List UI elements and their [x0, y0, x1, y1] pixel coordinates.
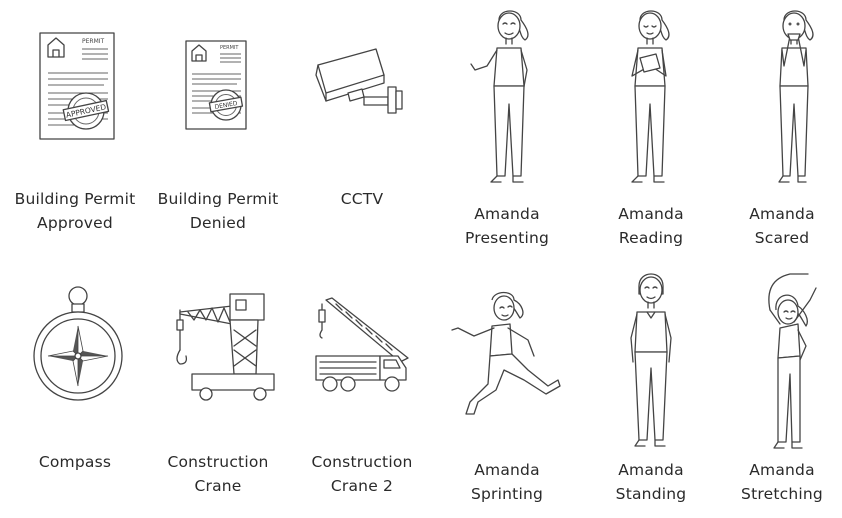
asset-label-line-1: Amanda	[618, 205, 684, 223]
asset-amanda-scared[interactable]: Amanda Scared	[722, 2, 842, 252]
asset-label: Amanda Presenting	[437, 202, 577, 250]
asset-label-line-1: Construction	[167, 453, 269, 471]
asset-permit-approved[interactable]: PERMIT APPROVED Building Permit Approved	[2, 25, 147, 240]
amanda-sprinting-icon	[451, 291, 561, 415]
asset-label: Amanda Sprinting	[437, 458, 577, 506]
asset-label: Amanda Stretching	[712, 458, 842, 506]
amanda-scared-icon	[778, 10, 814, 183]
permit-denied-icon: PERMIT DENIED	[185, 40, 247, 130]
asset-label-line-1: Amanda	[749, 461, 815, 479]
asset-label-line-1: Building Permit	[14, 190, 136, 208]
asset-label: Construction Crane	[148, 450, 288, 498]
compass-icon	[33, 286, 123, 401]
asset-label: Building Permit Denied	[148, 187, 288, 235]
asset-label-line-1: Amanda	[749, 205, 815, 223]
amanda-presenting-icon	[470, 10, 529, 183]
asset-label-line-2: Presenting	[464, 229, 550, 247]
asset-amanda-reading[interactable]: Amanda Reading	[578, 2, 723, 252]
asset-label-line-1: Building Permit	[157, 190, 279, 208]
asset-construction-crane-2[interactable]: Construction Crane 2	[290, 280, 435, 510]
asset-label-line-1: Amanda	[474, 461, 540, 479]
amanda-standing-icon	[630, 273, 672, 447]
asset-label-line-2: Stretching	[741, 485, 823, 503]
asset-label-line-2: Scared	[754, 229, 810, 247]
asset-label: Compass	[5, 450, 145, 474]
asset-amanda-standing[interactable]: Amanda Standing	[578, 262, 723, 515]
cctv-camera-icon	[315, 48, 403, 114]
amanda-reading-icon	[631, 10, 670, 183]
asset-label: Building Permit Approved	[5, 187, 145, 235]
asset-label-line-2: Sprinting	[470, 485, 544, 503]
truck-crane-icon	[315, 297, 409, 392]
asset-label-line-2: Crane	[194, 477, 242, 495]
asset-amanda-presenting[interactable]: Amanda Presenting	[434, 2, 579, 252]
asset-label-line-2: Crane 2	[330, 477, 394, 495]
asset-cctv[interactable]: CCTV	[290, 25, 435, 240]
permit-approved-icon: PERMIT APPROVED	[39, 32, 115, 140]
asset-label: CCTV	[292, 187, 432, 211]
tower-crane-icon	[176, 293, 275, 401]
asset-amanda-stretching[interactable]: Amanda Stretching	[722, 262, 842, 515]
asset-label-line-2: Denied	[189, 214, 247, 232]
asset-label-line-1: Amanda	[618, 461, 684, 479]
asset-label: Construction Crane 2	[292, 450, 432, 498]
asset-label: Amanda Standing	[581, 458, 721, 506]
asset-label: Amanda Reading	[581, 202, 721, 250]
asset-amanda-sprinting[interactable]: Amanda Sprinting	[434, 270, 579, 515]
asset-label-line-1: Construction	[311, 453, 413, 471]
stamp-text: DENIED	[214, 100, 238, 111]
asset-label-line-1: CCTV	[340, 190, 384, 208]
asset-label-line-2: Approved	[37, 214, 113, 232]
amanda-stretching-icon	[768, 273, 817, 449]
asset-label-line-2: Standing	[615, 485, 687, 503]
asset-label-line-1: Amanda	[474, 205, 540, 223]
asset-construction-crane[interactable]: Construction Crane	[146, 280, 291, 510]
asset-permit-denied[interactable]: PERMIT DENIED Building Permit Denied	[146, 25, 291, 240]
permit-heading: PERMIT	[82, 38, 105, 45]
asset-label: Amanda Scared	[712, 202, 842, 250]
asset-label-line-2: Reading	[618, 229, 684, 247]
asset-compass[interactable]: Compass	[2, 280, 147, 510]
asset-label-line-1: Compass	[38, 453, 112, 471]
permit-heading: PERMIT	[220, 45, 239, 51]
